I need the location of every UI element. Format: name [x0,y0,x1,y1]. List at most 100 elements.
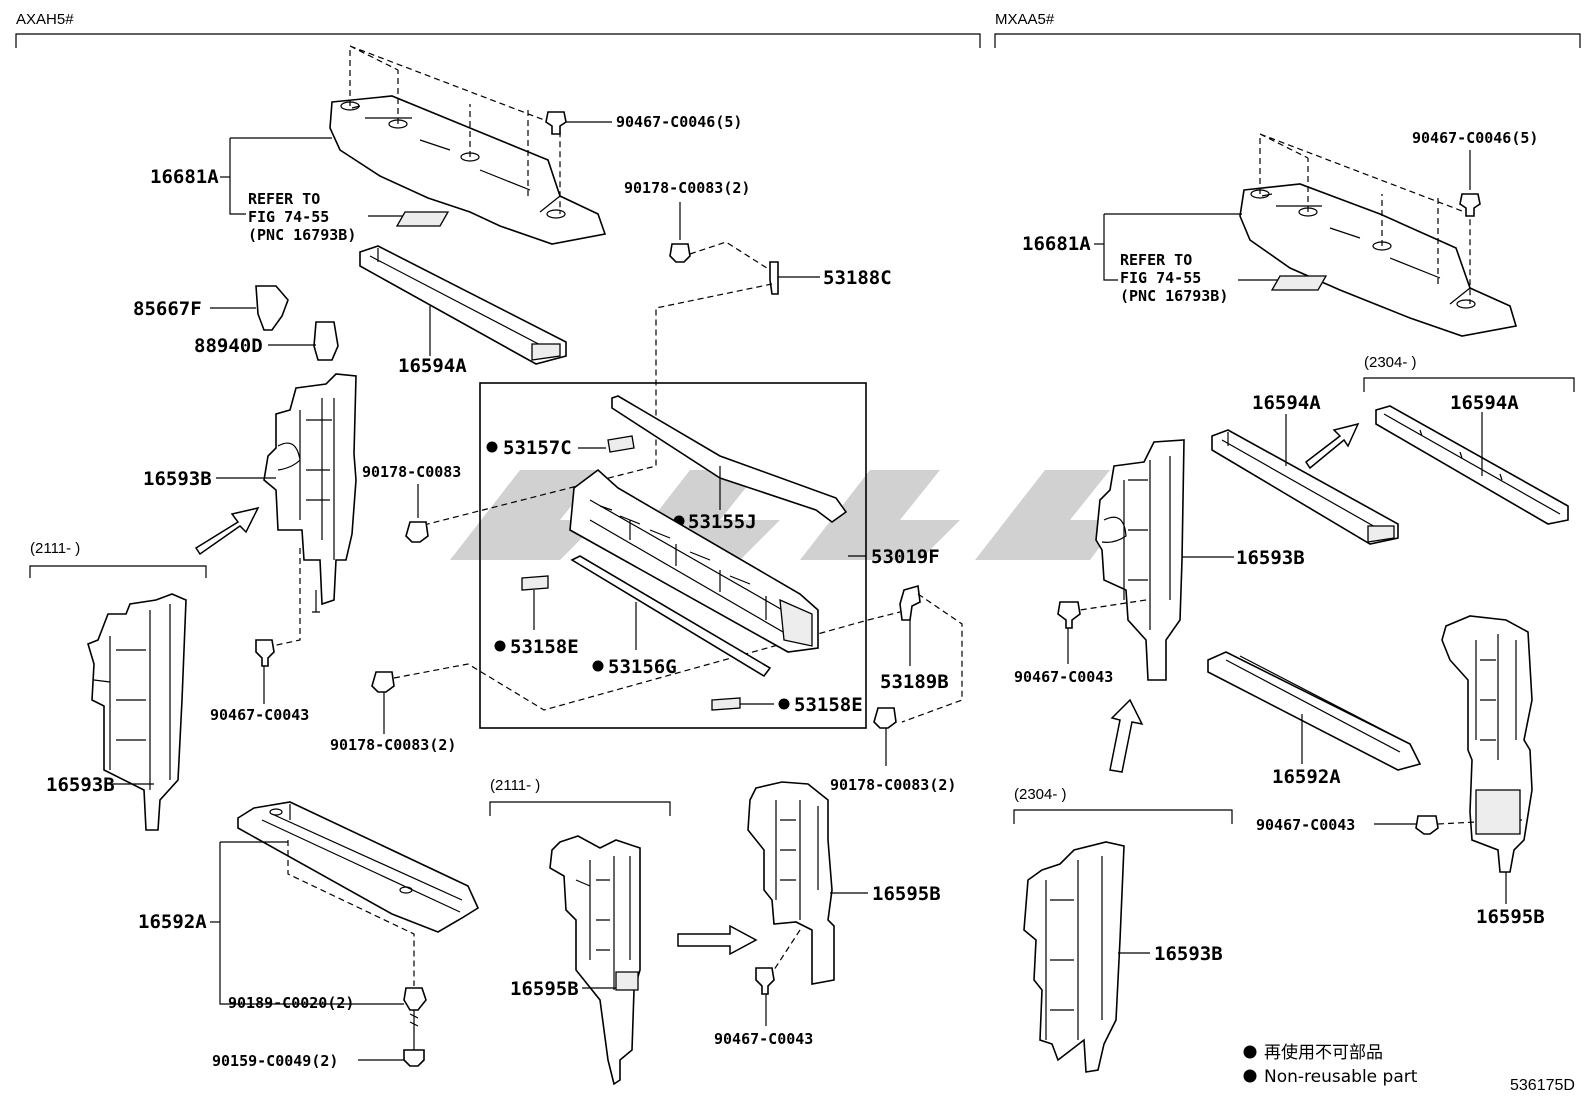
arrow-right-lower [1109,698,1144,773]
part-16595B-right [1441,615,1533,873]
label-53189B: 53189B [880,671,949,693]
label-88940D: 88940D [194,335,263,357]
arrow-right-upper [1304,422,1360,470]
label-16681A-right: 16681A [1022,233,1091,255]
label-16595B-right: 16595B [1476,906,1545,928]
label-16593B-lower: 16593B [46,774,115,796]
label-16594A-right-b: 16594A [1450,392,1519,414]
bolt-90467-C0043-left [255,639,275,667]
part-53188C [769,261,779,295]
part-16592A-right [1207,651,1422,771]
part-16594A-right-b [1375,405,1569,525]
section-title-left: AXAH5# [16,11,74,28]
refer-pad-right [1270,275,1328,291]
nonreusable-dot-53158E-left [494,640,506,652]
range-2111-left: (2111- ) [30,540,80,557]
label-90189-C0020: 90189-C0020(2) [228,994,354,1012]
part-53156G [570,555,772,678]
part-16593B-upper [263,373,357,613]
refer-left-3: (PNC 16793B) [248,226,356,244]
part-85667F [255,285,289,331]
label-16594A-right-a: 16594A [1252,392,1321,414]
refer-pad-left [395,211,450,227]
label-90467-C0046-left: 90467-C0046(5) [616,113,742,131]
label-16593B-right-a: 16593B [1236,547,1305,569]
part-16594A-right-a [1211,429,1399,545]
part-53189B [899,584,921,621]
refer-right-1: REFER TO [1120,251,1192,269]
section-bracket-right [994,33,1581,48]
arrow-left-upper [194,506,260,556]
part-16593B-right-a [1095,439,1185,681]
bolt-90467-C0043-right-b [1415,815,1439,835]
label-16681A-left: 16681A [150,166,219,188]
label-90467-C0043-center: 90467-C0043 [714,1030,813,1048]
leader-16681A-left [229,137,332,215]
range-2304-top: (2304- ) [1364,354,1417,371]
label-16592A-left: 16592A [138,911,207,933]
part-53158E-left [521,575,549,591]
part-53158E-right [711,697,741,711]
nonreusable-dot-53158E-right [778,698,790,710]
refer-right-2: FIG 74-55 [1120,269,1201,287]
label-90159-C0049: 90159-C0049(2) [212,1052,338,1070]
refer-left-1: REFER TO [248,190,320,208]
label-53188C: 53188C [823,267,892,289]
label-90467-C0046-right: 90467-C0046(5) [1412,129,1538,147]
nonreusable-dot-53156G [592,660,604,672]
label-90178-C0083-mid: 90178-C0083(2) [330,736,456,754]
label-16595B-right-center: 16595B [872,883,941,905]
label-90467-C0043-left: 90467-C0043 [210,706,309,724]
nut-90178-top [669,243,691,263]
part-53155J [611,395,848,523]
label-85667F: 85667F [133,298,202,320]
label-53019F: 53019F [871,546,940,568]
range-2304-bottom: (2304- ) [1014,786,1067,803]
part-16593B-right-b [1023,841,1125,1073]
label-53157C: 53157C [503,437,572,459]
refer-left-2: FIG 74-55 [248,208,329,226]
label-53155J: 53155J [688,511,757,533]
label-90178-C0083-single: 90178-C0083 [362,463,461,481]
part-16595B-mid [549,835,641,1086]
nonreusable-dot-53157C [486,441,498,453]
bolt-90467-C0043-center [755,967,775,995]
section-bracket-left [15,33,981,48]
label-53156G: 53156G [608,656,677,678]
clip-90467-C0046-right [1459,193,1481,217]
nut-90178-mid [371,671,395,693]
part-16592A-left [237,801,480,986]
label-53158E-left: 53158E [510,636,579,658]
bolt-90467-C0043-right-a [1057,601,1081,629]
legend-dot-2 [1243,1069,1257,1083]
part-53157C [607,435,635,453]
label-16593B-right-b: 16593B [1154,943,1223,965]
label-16593B-upper: 16593B [143,468,212,490]
legend-dot-1 [1243,1045,1257,1059]
arrow-center [677,924,758,956]
section-title-right: MXAA5# [995,11,1055,28]
part-16681A-left [329,45,607,245]
nut-90178-single [405,521,429,543]
label-90178-C0083-right: 90178-C0083(2) [830,776,956,794]
clip-90189-C0020 [403,987,427,1011]
label-53158E-right: 53158E [794,694,863,716]
refer-right-3: (PNC 16793B) [1120,287,1228,305]
part-88940D [313,321,339,361]
label-90178-C0083-top: 90178-C0083(2) [624,179,750,197]
label-90467-C0043-right-a: 90467-C0043 [1014,668,1113,686]
part-16681A-right [1239,133,1518,337]
part-53019F [569,468,819,653]
document-id: 536175D [1510,1077,1575,1094]
nut-90178-right [873,707,897,729]
legend-text-en: Non-reusable part [1264,1067,1418,1087]
label-16594A-left: 16594A [398,355,467,377]
range-2111-center: (2111- ) [490,777,540,794]
part-16593B-lower [87,593,187,831]
legend-text-ja: 再使用不可部品 [1264,1042,1383,1063]
screw-90159-C0049 [403,1049,425,1067]
label-90467-C0043-right-b: 90467-C0043 [1256,816,1355,834]
part-16594A-left [359,245,567,365]
label-16595B-mid: 16595B [510,978,579,1000]
